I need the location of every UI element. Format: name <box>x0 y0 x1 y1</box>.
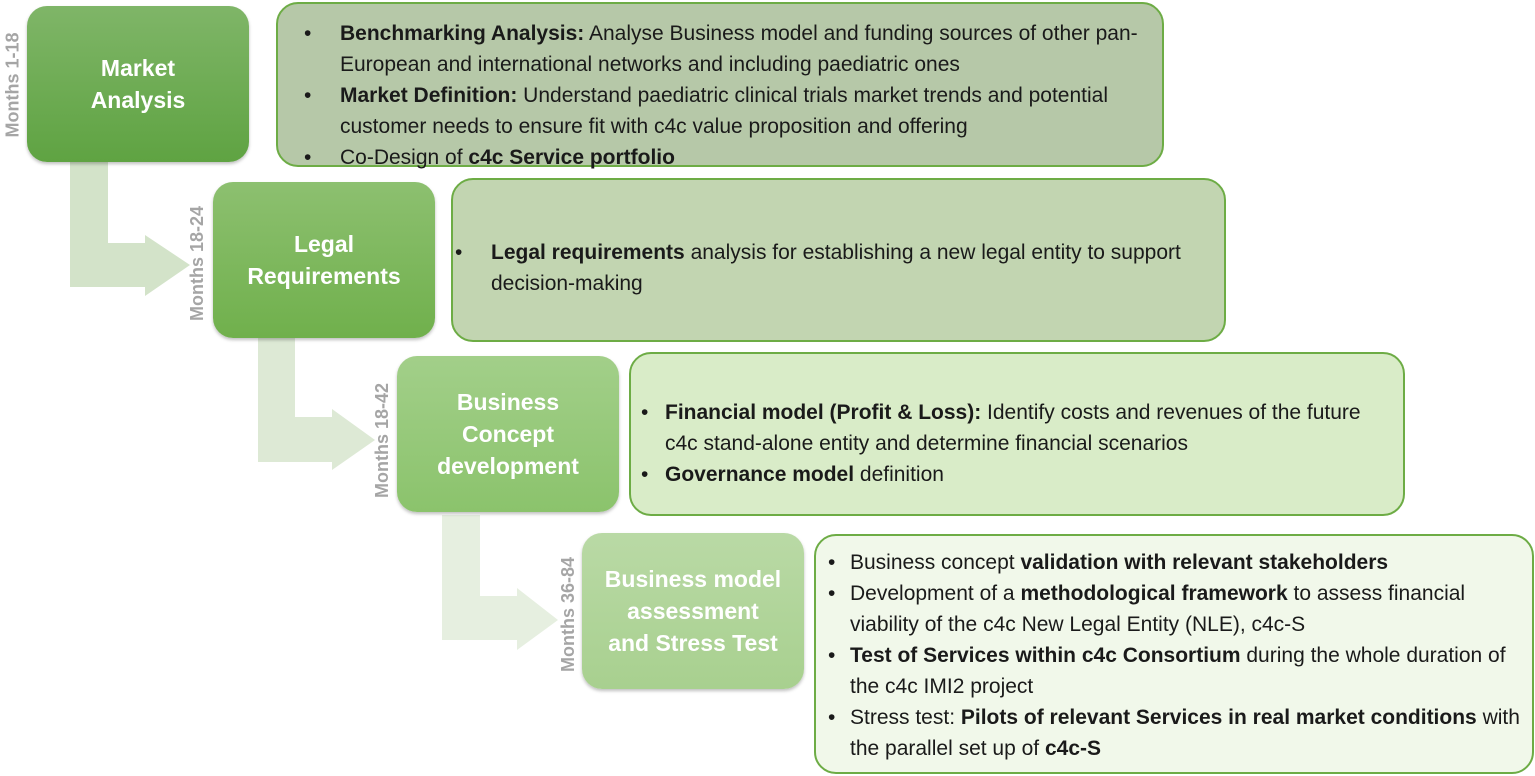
bullet-marker: • <box>828 582 836 605</box>
bullet-list: • Benchmarking Analysis: Analyse Business… <box>292 18 1148 173</box>
panel-legal-requirements: • Legal requirements analysis for establi… <box>451 178 1226 342</box>
bullet-item: • Development of a methodological framewo… <box>816 578 1528 640</box>
panel-stress-test: • Business concept validation with releva… <box>814 534 1534 774</box>
bullet-item: • Co-Design of c4c Service portfolio <box>292 142 1148 173</box>
bullet-marker: • <box>641 401 649 424</box>
bold-text: Legal requirements <box>491 241 685 264</box>
text: Stress test: <box>850 706 961 729</box>
bullet-item: • Legal requirements analysis for establi… <box>453 237 1210 299</box>
text: Co-Design of <box>340 146 469 169</box>
arrow-business-to-stress <box>442 515 558 650</box>
text: Development of a <box>850 582 1021 605</box>
bullet-list: • Legal requirements analysis for establi… <box>453 237 1210 299</box>
bold-text: validation with relevant stakeholders <box>1020 551 1389 574</box>
bullet-marker: • <box>304 22 312 45</box>
phase-stress-test: Business model assessment and Stress Tes… <box>582 533 804 689</box>
text: Understand paediatric clinical trials ma… <box>340 84 1108 138</box>
text: with the parallel set up of <box>850 706 1520 760</box>
bullet-marker: • <box>828 644 836 667</box>
bold-text: Market Definition: <box>340 84 518 107</box>
bullet-item: • Financial model (Profit & Loss): Identi… <box>631 397 1389 459</box>
phase-title: Business model assessment and Stress Tes… <box>604 566 782 656</box>
bold-text: methodological framework <box>1020 582 1288 605</box>
phase-legal-requirements: Legal Requirements <box>213 182 435 338</box>
months-label: Months 18-42 <box>372 382 392 498</box>
text: Business concept <box>850 551 1021 574</box>
bullet-marker: • <box>641 463 649 486</box>
phase-business-concept: Business Concept development <box>397 356 619 512</box>
phase-market-analysis: Market Analysis <box>27 6 249 162</box>
bullet-marker: • <box>828 551 836 574</box>
bold-text: c4c-S <box>1044 737 1102 760</box>
text: during the whole duration of the c4c IMI… <box>850 644 1506 698</box>
panel-business-concept: • Financial model (Profit & Loss): Identi… <box>629 352 1405 516</box>
phase-title: Business Concept development <box>437 389 579 479</box>
text: Analyse Business model and funding sourc… <box>340 22 1138 76</box>
bullet-item: • Governance model definition <box>631 459 1389 490</box>
phase-title: Legal Requirements <box>247 231 401 289</box>
bullet-list: • Financial model (Profit & Loss): Identi… <box>631 397 1389 490</box>
bold-text: Financial model (Profit & Loss): <box>665 401 982 424</box>
text: Identify costs and revenues of the futur… <box>665 401 1361 455</box>
bold-text: Governance model <box>665 463 855 486</box>
text: definition <box>854 463 944 486</box>
text: analysis for establishing a new legal en… <box>491 241 1181 295</box>
bold-text: Benchmarking Analysis: <box>340 22 585 45</box>
phase-title: Market Analysis <box>90 55 186 113</box>
bullet-item: • Market Definition: Understand paediatri… <box>292 80 1148 142</box>
arrow-legal-to-business <box>258 338 375 470</box>
panel-market-analysis: • Benchmarking Analysis: Analyse Business… <box>276 2 1164 169</box>
bullet-item: •Test of Services within c4c Consortium … <box>816 640 1528 702</box>
bullet-list: • Business concept validation with releva… <box>816 547 1528 764</box>
bold-text: c4c Service portfolio <box>468 146 675 169</box>
months-label: Months 1-18 <box>2 32 23 138</box>
bullet-marker: • <box>304 84 312 107</box>
bullet-item: • Business concept validation with releva… <box>816 547 1528 578</box>
bullet-marker: • <box>828 706 836 729</box>
bullet-marker: • <box>455 241 463 264</box>
bullet-item: • Benchmarking Analysis: Analyse Business… <box>292 18 1148 80</box>
text: to assess financial viability of the c4c… <box>850 582 1466 636</box>
months-label: Months 18-24 <box>187 205 207 321</box>
bold-text: Test of Services within c4c Consortium <box>850 644 1241 667</box>
months-label: Months 36-84 <box>558 556 578 672</box>
bold-text: Pilots of relevant Services in real mark… <box>960 706 1477 729</box>
arrow-market-to-legal <box>70 160 190 296</box>
bullet-item: • Stress test: Pilots of relevant Service… <box>816 702 1528 764</box>
bullet-marker: • <box>304 146 312 169</box>
